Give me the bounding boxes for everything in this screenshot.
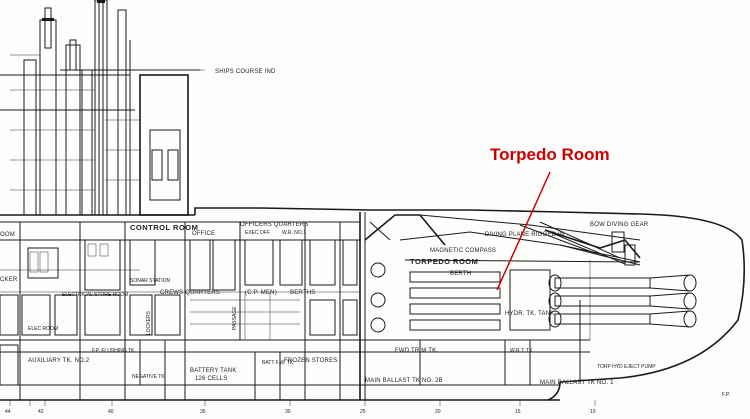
torpedo-room-structure bbox=[364, 214, 641, 340]
callout-pointer-line bbox=[496, 171, 551, 291]
frame-10: 10 bbox=[590, 409, 596, 415]
battery-tank-label: BATTERY TANK bbox=[190, 368, 237, 374]
room-fragment-label: OOM bbox=[0, 232, 15, 238]
hydraulic-tank-label: HYDR. TK. TANK bbox=[505, 311, 554, 317]
diving-plane-label: DIVING PLANE RIGGED IN bbox=[485, 232, 564, 238]
frame-15: 15 bbox=[515, 409, 521, 415]
frame-42: 42 bbox=[38, 409, 44, 415]
passage-label: PASSAGE bbox=[232, 306, 238, 330]
torp-hyd-eject-pump-label: TORP HYD EJECT PUMP bbox=[597, 364, 656, 370]
negative-tk-label: NEGATIVE TK. bbox=[132, 374, 166, 380]
main-ballast-2b-label: MAIN BALLAST TK NO. 2B bbox=[365, 378, 443, 384]
lockers-label: LOCKERS bbox=[146, 310, 152, 335]
cabin-details bbox=[0, 239, 358, 386]
frame-25: 25 bbox=[360, 409, 366, 415]
sonar-station-label: SONAR STATION bbox=[130, 278, 170, 284]
wrt-tk-label: W.R.T. TK. bbox=[510, 348, 534, 354]
torpedo-tubes bbox=[370, 262, 697, 333]
auxiliary-tk-label: AUXILIARY TK. NO.2 bbox=[28, 358, 90, 364]
cells-label: 126 CELLS bbox=[195, 376, 228, 382]
frame-30: 30 bbox=[285, 409, 291, 415]
elec-room-label: ELEC ROOM bbox=[28, 326, 58, 332]
frame-40: 40 bbox=[108, 409, 114, 415]
berths-label: BERTHS bbox=[290, 290, 315, 296]
frozen-stores-label: FROZEN STORES bbox=[284, 358, 338, 364]
torpedo-room-label: TORPEDO ROOM bbox=[410, 257, 478, 266]
officers-quarters-label: OFFICERS QUARTERS bbox=[240, 222, 309, 228]
bow-diving-gear-label: BOW DIVING GEAR bbox=[590, 222, 649, 228]
fp-flushing-tk-label: F.P. FLUSHING TK. bbox=[92, 348, 136, 354]
main-ballast-1-label: MAIN BALLAST TK NO. 1 bbox=[540, 380, 614, 386]
cp-men-label: (C.P. MEN) bbox=[245, 290, 277, 296]
electrical-store-room-label: ELECTRICAL STORE ROOM bbox=[62, 292, 128, 298]
compartment-labels: DIVING PLANE RIGGED IN BOW DIVING GEAR M… bbox=[0, 222, 730, 398]
frame-44: 44 bbox=[5, 409, 11, 415]
magnetic-compass-label: MAGNETIC COMPASS bbox=[430, 248, 496, 254]
fp-label: F.P. bbox=[722, 392, 730, 398]
crews-quarters-label: CREWS QUARTERS bbox=[160, 290, 220, 296]
control-room-label: CONTROL ROOM bbox=[130, 223, 198, 232]
fwd-trim-tk-label: FWD TRIM TK. bbox=[395, 348, 438, 354]
office-label: OFFICE bbox=[192, 231, 215, 237]
batt-fw-tk-label: BATT F.W. TK. bbox=[262, 360, 295, 366]
frame-20: 20 bbox=[435, 409, 441, 415]
frame-numbers: 44 42 40 35 30 25 20 15 10 bbox=[5, 409, 596, 415]
bow-diving-gear bbox=[544, 229, 641, 266]
frame-marks bbox=[9, 400, 596, 406]
torpedo-room-callout: Torpedo Room bbox=[490, 145, 610, 164]
locker-fragment-label: CKER bbox=[0, 277, 18, 283]
ships-course-ind-label: SHIPS COURSE IND bbox=[215, 69, 276, 75]
berth-label: BERTH bbox=[450, 271, 471, 277]
periscope-masts bbox=[0, 0, 205, 216]
frame-35: 35 bbox=[200, 409, 206, 415]
wr-no1-label: W.R. NO.1 bbox=[282, 230, 306, 236]
exec-off-label: EXEC OFF bbox=[245, 230, 270, 236]
